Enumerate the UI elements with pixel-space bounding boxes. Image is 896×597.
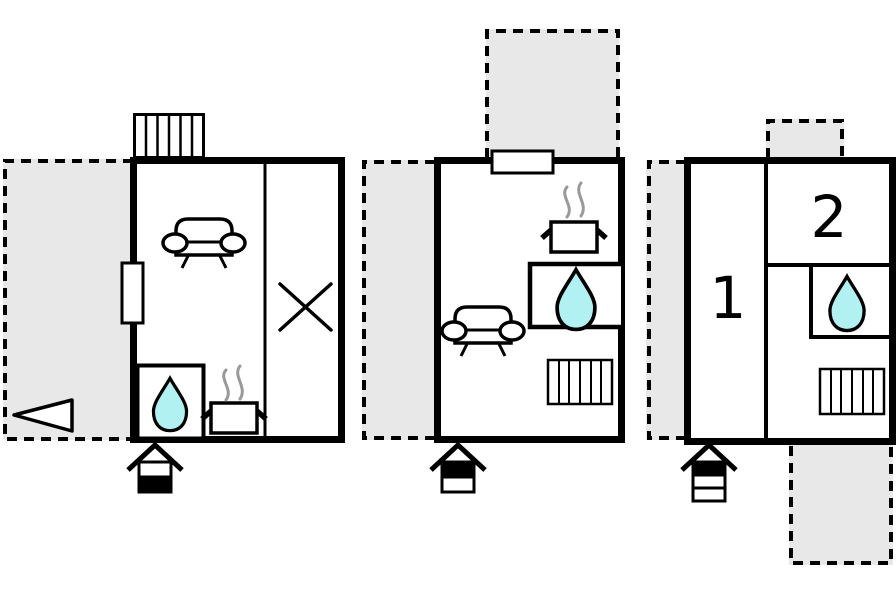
left-arrow-icon [12,398,74,433]
bathroom [809,265,890,339]
terrace-area [646,160,686,440]
terrace-border [362,160,435,440]
house-floor-level-icon [126,441,184,494]
stairs-icon [546,358,614,406]
unit-middle [362,29,625,494]
x-cross-icon [278,282,333,332]
door-window [120,261,145,325]
terrace-area [789,445,893,565]
unit-right: 1 2 [646,119,896,565]
bathroom [135,363,206,441]
terrace-area [362,160,435,440]
bathroom [527,261,621,332]
steam-icon [222,364,244,402]
sofa-icon [440,305,526,357]
door-window [490,149,555,175]
terrace-border [766,119,844,158]
water-drop-icon [555,265,597,332]
terrace-border [789,446,893,565]
water-drop-icon [151,374,189,433]
stairs-icon [133,113,205,159]
cooking-pot-icon [200,401,268,435]
terrace-border [647,160,686,440]
terrace-area [486,29,619,157]
terrace-area [3,159,133,440]
sofa-icon [161,217,247,269]
cooking-pot-icon [540,220,608,254]
house-floor-level-icon [680,441,738,503]
terrace-area [766,119,844,158]
room-label-1: 1 [710,264,747,332]
steam-icon [563,181,585,219]
room-label-2: 2 [811,183,848,251]
terrace-border [485,29,620,158]
unit-left [3,113,345,494]
stairs-icon [818,367,886,416]
house-floor-level-icon [429,441,487,494]
water-drop-icon [828,273,866,333]
